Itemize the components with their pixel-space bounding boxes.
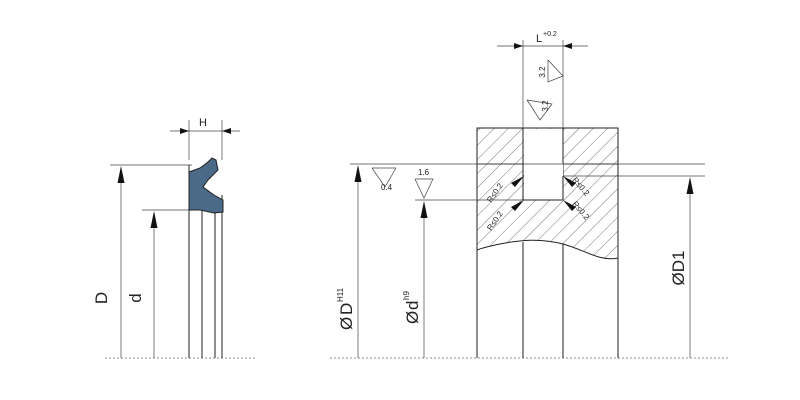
- radius-arrow-4: [563, 200, 576, 211]
- groove-opening: [524, 129, 563, 164]
- bore-diameter-symbol: Ø: [337, 317, 356, 330]
- roughness-top-2-label: 3.2: [541, 100, 550, 112]
- l-arrow-right: [563, 43, 572, 49]
- rod-arrow: [420, 201, 428, 218]
- h-dimension-label: H: [199, 117, 207, 129]
- roughness-symbol-bore: [371, 167, 397, 188]
- groove-cavity: [524, 164, 563, 200]
- h-arrow-right: [222, 128, 231, 134]
- rod-fit-label: h9: [402, 291, 411, 300]
- left-seal-view: H D d: [92, 117, 255, 359]
- groove-diameter-arrow: [686, 177, 694, 194]
- roughness-symbol-top-1: [547, 59, 564, 83]
- rod-dimension-label: d: [403, 301, 422, 310]
- bore-dimension-label: D: [337, 303, 356, 315]
- roughness-top-1-label: 3.2: [538, 66, 547, 78]
- roughness-bore-label: 0.4: [381, 183, 393, 192]
- roughness-rod-label: 1.6: [418, 168, 430, 177]
- rod-diameter-symbol: Ø: [403, 311, 422, 324]
- d-outer-arrow: [117, 166, 125, 183]
- groove-diameter-label: ØD1: [669, 251, 688, 286]
- right-groove-view: L +0.2 3.2 3.2 R≤0.2 R≤0.2 R≤0.2: [330, 31, 728, 359]
- radius-arrow-1: [511, 176, 524, 187]
- l-arrow-left: [514, 43, 523, 49]
- l-dimension-tolerance: +0.2: [543, 31, 557, 38]
- radius-arrow-2: [511, 200, 524, 211]
- bore-arrow: [354, 165, 362, 182]
- h-arrow-left: [180, 128, 189, 134]
- d-outer-label: D: [92, 292, 111, 304]
- roughness-symbol-rod: [414, 178, 434, 199]
- bore-fit-label: H11: [336, 287, 345, 302]
- d-inner-arrow: [150, 211, 158, 228]
- roughness-symbol-top-2: [526, 99, 553, 121]
- d-inner-label: d: [126, 293, 145, 302]
- radius-arrow-3: [563, 176, 576, 187]
- l-dimension-label: L: [536, 33, 542, 45]
- seal-profile: [188, 157, 224, 214]
